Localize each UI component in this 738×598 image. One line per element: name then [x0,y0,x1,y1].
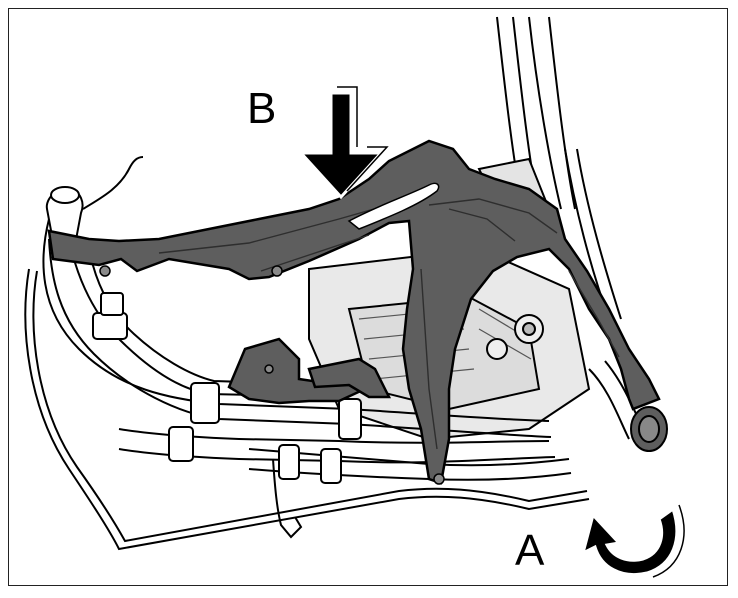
callout-label-b: B [247,84,277,133]
rotate-arrow-icon [580,504,685,578]
callout-label-a: A [515,526,545,575]
filler-neck [45,156,144,247]
coolant-hoses [42,218,646,481]
bracket [47,139,661,485]
hose-clamps [92,292,362,484]
bracket-slot [347,182,440,230]
outer-tube [24,268,590,551]
bracket-bolts [99,265,445,485]
illustration-frame: B A [8,8,728,586]
sensor-wire [272,458,303,539]
connector-plug [630,406,668,452]
engine-bay-illustration [24,16,685,578]
arrow-down-icon [297,86,389,200]
